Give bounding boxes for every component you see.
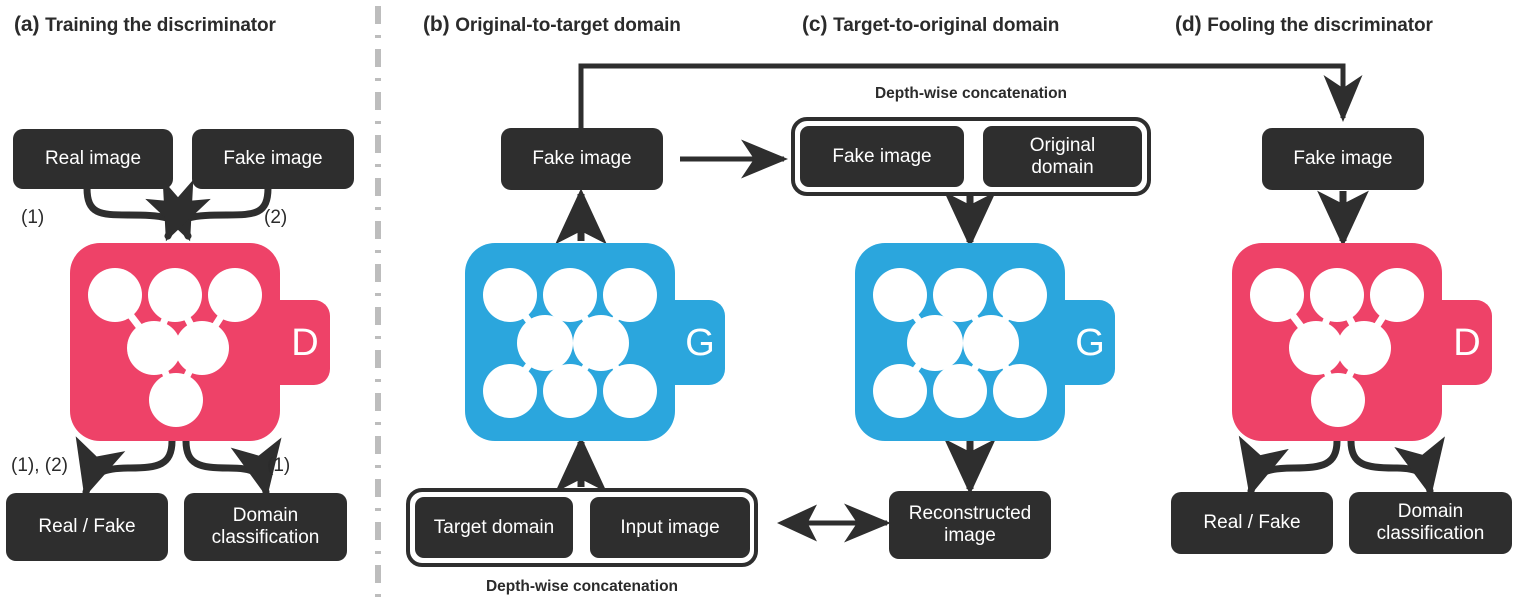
arrow-fake-image-to-discriminator — [162, 179, 272, 242]
arrow-discriminator-d-to-domain-classification — [1347, 436, 1445, 497]
panel-c-title: (c) Target-to-original domain — [802, 13, 1059, 37]
network-discriminator-d: D — [1232, 243, 1504, 441]
network-letter-g-c: G — [1075, 322, 1105, 364]
box-label: Domain classification — [211, 505, 320, 548]
box-real-fake-d[interactable]: Real / Fake — [1171, 492, 1333, 554]
panel-b-title-text: Original-to-target domain — [455, 15, 681, 36]
arrow-discriminator-to-domain-classification — [182, 437, 282, 498]
generator-glyph: G — [465, 243, 725, 441]
box-reconstructed-image-c[interactable]: Reconstructed image — [889, 491, 1051, 559]
panel-d-tag: (d) — [1175, 13, 1208, 36]
box-fake-image-b[interactable]: Fake image — [501, 128, 663, 190]
panel-c-tag: (c) — [802, 13, 834, 36]
panel-b-title: (b) Original-to-target domain — [423, 13, 681, 37]
box-label: Input image — [620, 516, 720, 538]
network-letter-d-a: D — [291, 322, 318, 364]
network-generator-b: G — [465, 243, 737, 441]
step-label-a-out-right: (1) — [267, 455, 291, 476]
box-label: Fake image — [532, 148, 632, 170]
arrow-real-image-to-discriminator — [83, 179, 194, 242]
network-discriminator-a: D — [70, 243, 342, 441]
step-label-a-in-left: (1) — [21, 207, 45, 228]
panel-b-tag: (b) — [423, 13, 456, 36]
box-label: Fake image — [832, 145, 932, 167]
panel-a-title: (a) Training the discriminator — [14, 13, 276, 37]
network-letter-d-d: D — [1453, 322, 1480, 364]
panel-a-title-text: Training the discriminator — [45, 15, 276, 36]
panel-c-title-text: Target-to-original domain — [833, 15, 1060, 36]
box-real-fake-a[interactable]: Real / Fake — [6, 493, 168, 561]
generator-glyph: G — [855, 243, 1115, 441]
box-input-image-b[interactable]: Input image — [590, 497, 750, 558]
caption-depthwise-concat-b: Depth-wise concatenation — [485, 578, 679, 595]
caption-depthwise-concat-c: Depth-wise concatenation — [874, 85, 1068, 102]
box-fake-image-c[interactable]: Fake image — [800, 126, 964, 187]
panel-d-title: (d) Fooling the discriminator — [1175, 13, 1433, 37]
arrow-discriminator-d-to-real-fake — [1238, 435, 1341, 497]
box-label: Domain classification — [1376, 501, 1485, 544]
network-letter-g-b: G — [685, 322, 715, 364]
panel-a-tag: (a) — [14, 13, 46, 36]
panel-d-title-text: Fooling the discriminator — [1207, 15, 1433, 36]
box-label: Real / Fake — [38, 516, 136, 538]
box-label: Fake image — [1293, 148, 1393, 170]
box-label: Real image — [44, 148, 142, 170]
box-original-domain-c[interactable]: Original domain — [983, 126, 1142, 187]
network-generator-c: G — [855, 243, 1127, 441]
box-target-domain-b[interactable]: Target domain — [415, 497, 573, 558]
box-domain-classification-d[interactable]: Domain classification — [1349, 492, 1512, 554]
discriminator-glyph: D — [1232, 243, 1492, 441]
box-label: Original domain — [1029, 134, 1096, 178]
box-label: Real / Fake — [1203, 512, 1301, 534]
arrow-discriminator-to-real-fake — [75, 436, 176, 498]
step-label-a-out-left: (1), (2) — [11, 455, 68, 476]
box-domain-classification-a[interactable]: Domain classification — [184, 493, 347, 561]
box-label: Fake image — [223, 148, 323, 170]
box-fake-image-a[interactable]: Fake image — [192, 129, 354, 189]
discriminator-glyph: D — [70, 243, 330, 441]
box-label: Target domain — [433, 516, 555, 538]
box-real-image-a[interactable]: Real image — [13, 129, 173, 189]
box-fake-image-d[interactable]: Fake image — [1262, 128, 1424, 190]
step-label-a-in-right: (2) — [264, 207, 288, 228]
box-label: Reconstructed image — [908, 503, 1032, 546]
